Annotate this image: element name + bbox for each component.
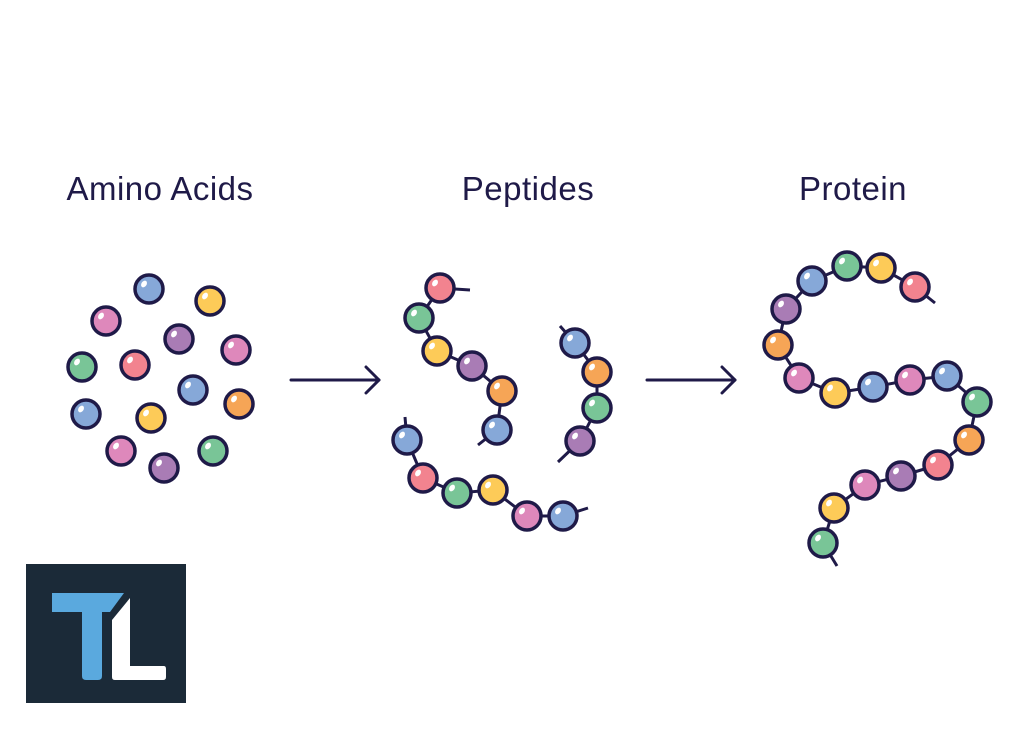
peptides-title: Peptides (461, 170, 595, 207)
amino-acid-bead (135, 402, 167, 434)
amino-acid-bead (133, 273, 165, 305)
amino-acid-bead (105, 435, 137, 467)
protein-bead (807, 527, 839, 559)
peptide-1-bead (481, 414, 513, 446)
amino-acid-bead (90, 305, 122, 337)
amino-acid-bead (163, 323, 195, 355)
protein-bead (783, 362, 815, 394)
peptide-2-bead (559, 327, 591, 359)
peptide-3-bead (511, 500, 543, 532)
amino-acid-bead (177, 374, 209, 406)
amino-acid-bead (194, 285, 226, 317)
logo (26, 564, 186, 703)
protein-bead (894, 364, 926, 396)
protein-bead (899, 271, 931, 303)
protein-bead (762, 329, 794, 361)
protein-bond (776, 264, 979, 567)
amino-acids-title: Amino Acids (66, 170, 254, 207)
amino-acid-bead (223, 388, 255, 420)
protein-bead (953, 424, 985, 456)
peptide-1-bead (403, 302, 435, 334)
peptide-3-bead (477, 474, 509, 506)
amino-acid-bead (220, 334, 252, 366)
arrow-right-icon (289, 365, 381, 395)
amino-acid-bead (197, 435, 229, 467)
peptide-3-bead (547, 500, 579, 532)
amino-acid-bead (148, 452, 180, 484)
peptide-2-bead (564, 425, 596, 457)
protein-bead (770, 293, 802, 325)
protein-bead (831, 250, 863, 282)
tl-logo-icon (52, 593, 166, 680)
peptide-1-bead (456, 350, 488, 382)
peptide-3-bead (441, 477, 473, 509)
protein-bead (922, 449, 954, 481)
protein-title: Protein (798, 170, 908, 207)
peptide-3-bead (407, 462, 439, 494)
arrow-right-icon (645, 365, 737, 395)
protein-bead (818, 492, 850, 524)
peptide-3-bead (391, 424, 423, 456)
protein-bead (857, 371, 889, 403)
protein-bead (819, 377, 851, 409)
peptide-1-bead (421, 335, 453, 367)
peptide-1-bead (424, 272, 456, 304)
protein-bead (885, 460, 917, 492)
peptide-1-bead (486, 375, 518, 407)
protein-bead (961, 386, 993, 418)
amino-acid-bead (70, 398, 102, 430)
protein-bead (796, 265, 828, 297)
amino-acid-bead (66, 351, 98, 383)
peptide-2-bead (581, 392, 613, 424)
amino-acid-bead (119, 349, 151, 381)
protein-bead (865, 252, 897, 284)
peptide-2-bead (581, 356, 613, 388)
protein-bead (849, 469, 881, 501)
protein-bead (931, 360, 963, 392)
